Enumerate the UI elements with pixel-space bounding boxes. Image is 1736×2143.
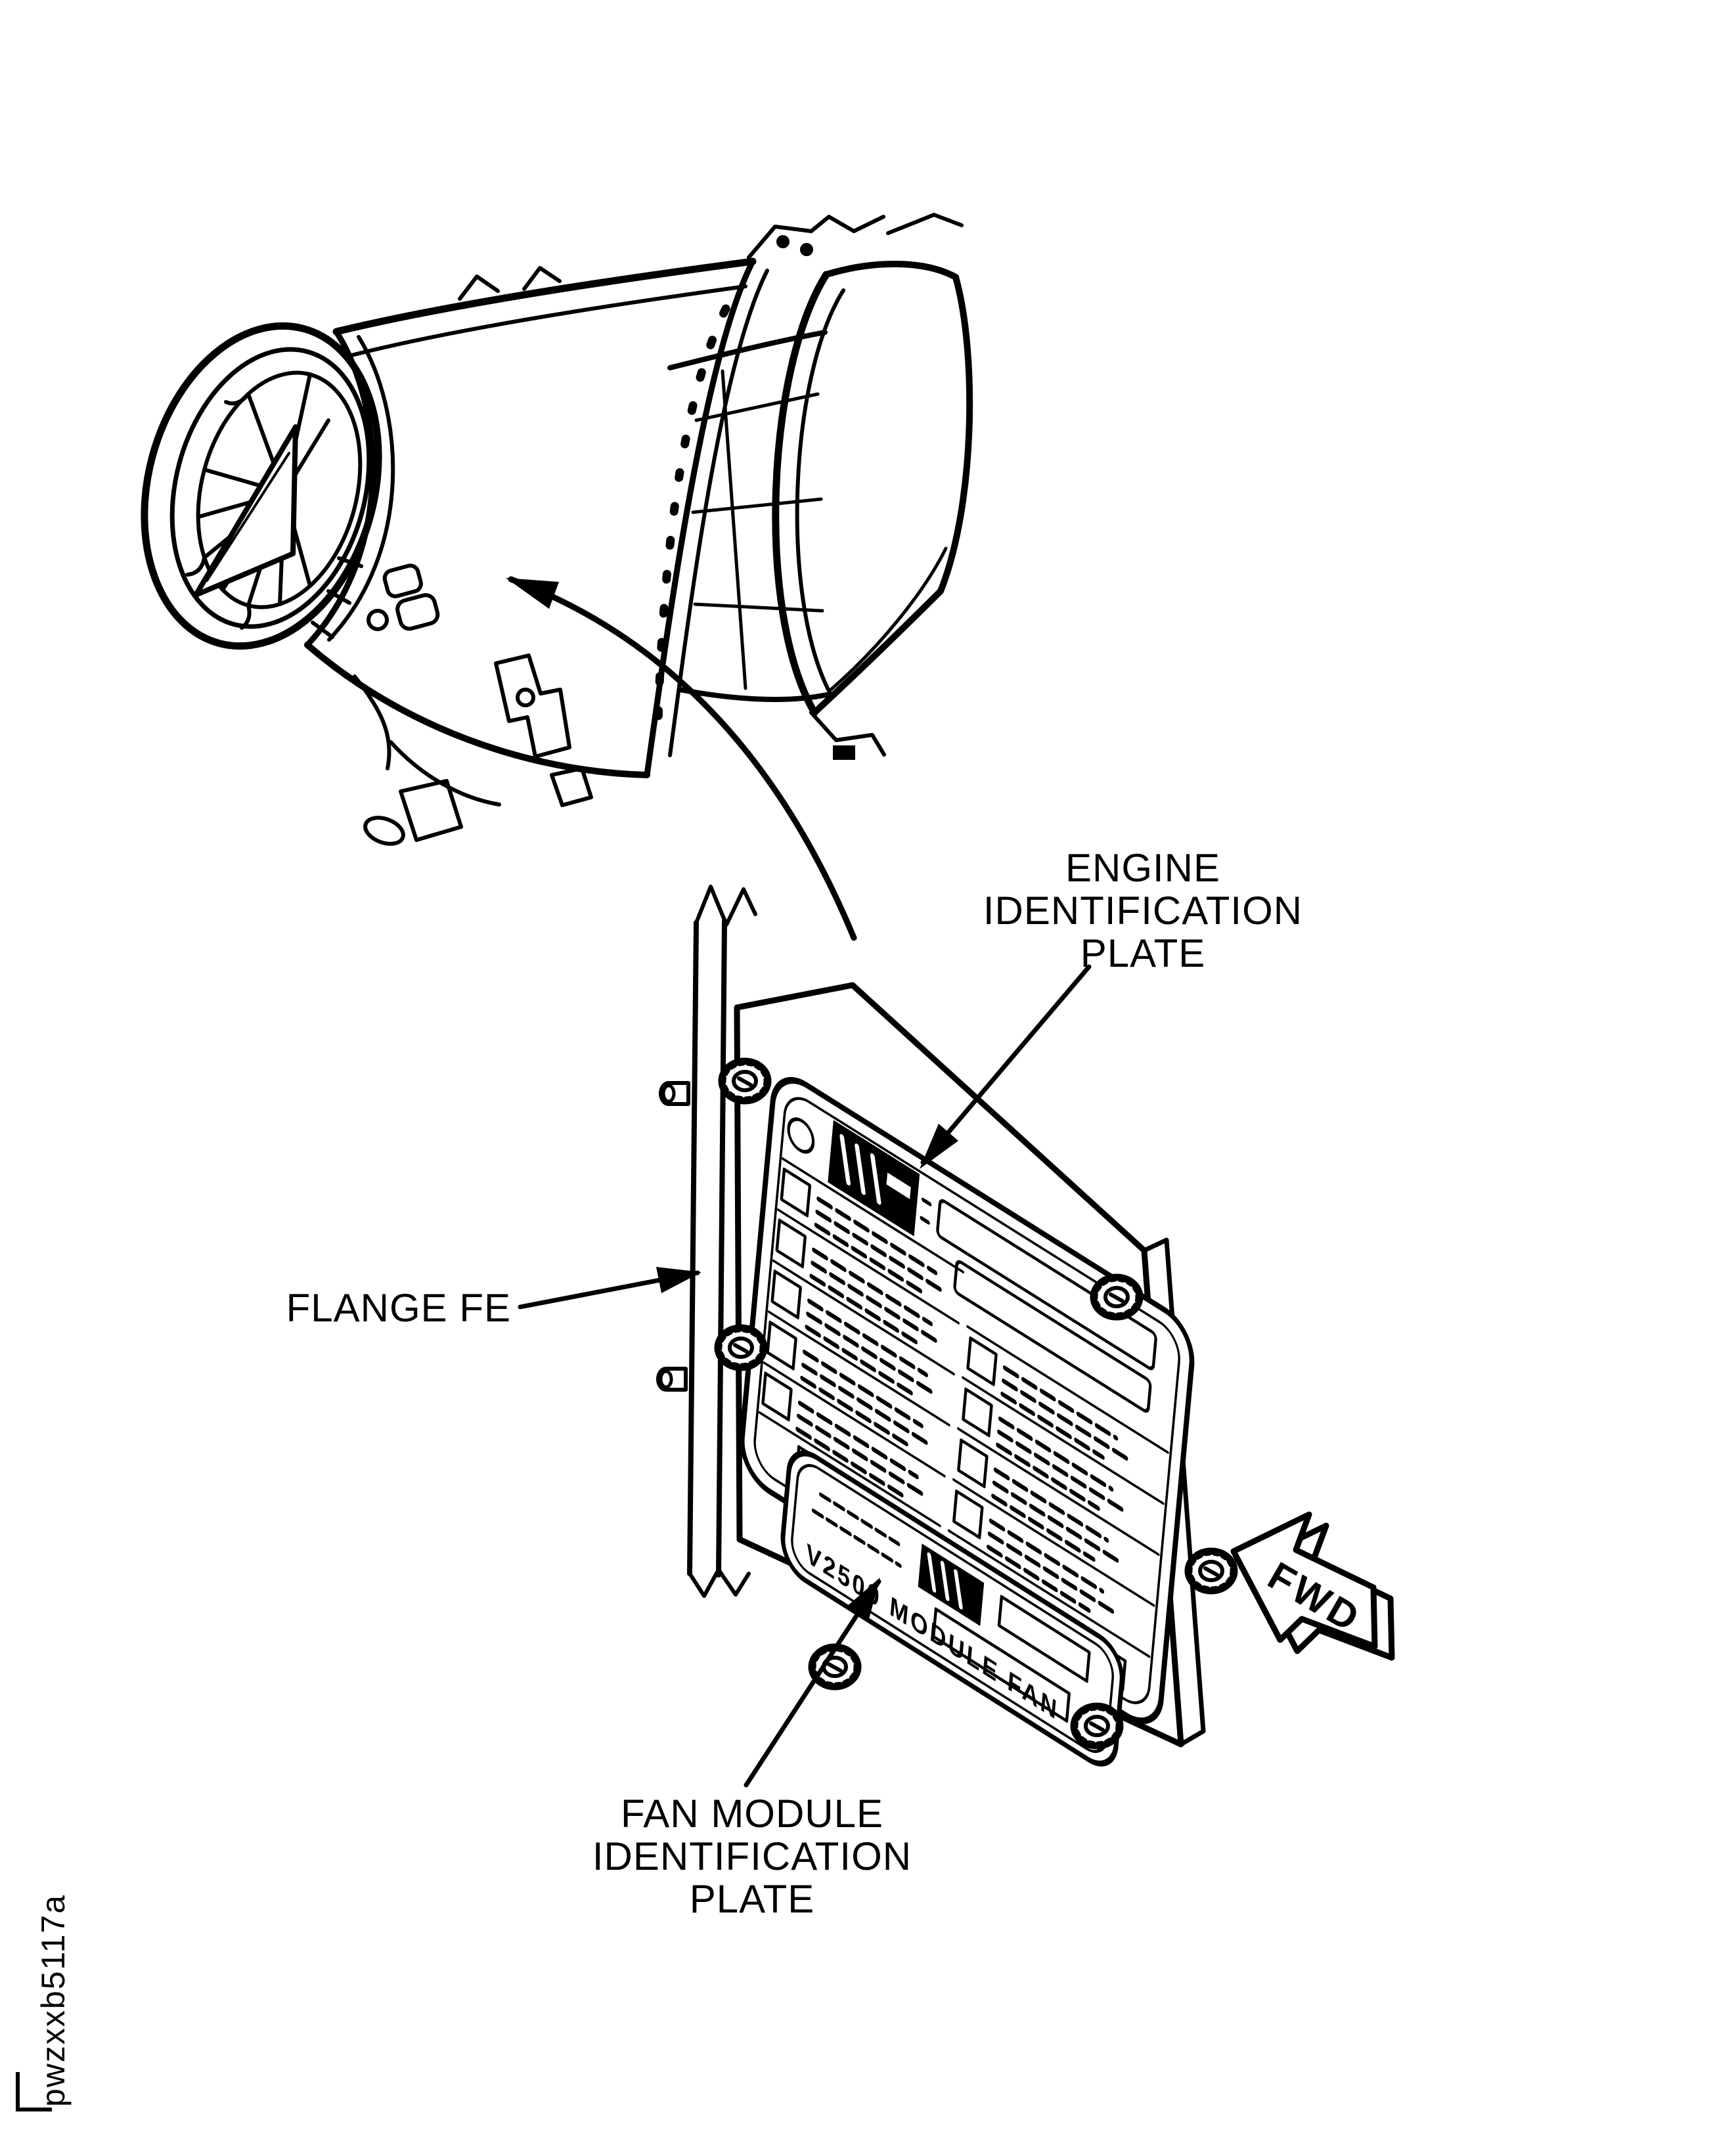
fan-case-top-edge [332,257,757,336]
fan-case-top-inner-line [349,284,747,357]
labels: ENGINE IDENTIFICATION PLATE FLANGE FE FA… [286,846,1302,1921]
fwd-direction-arrow: FWD [1230,1511,1395,1661]
turbine-ring-front [772,271,830,717]
rear-lower-tabs [809,711,886,760]
case-top-fitting-1 [458,275,500,301]
fan-spinner-shading [206,452,290,582]
engine-plate-arrowhead-icon [920,1124,958,1169]
curved-callout-arrow [506,576,857,941]
core-top-edge [667,330,828,370]
fan-plate-logo-block [918,1543,985,1626]
engine-plate-left-microtext [795,1196,948,1499]
fan-plate-field-2 [932,1607,1071,1723]
engine-plate-left-checkboxes [761,1167,812,1422]
curved-arrowhead-icon [506,578,559,609]
rear-case-line [829,546,948,692]
fan-plate-label-line3: PLATE [690,1877,815,1921]
bolt-fan-plate-right [1073,1705,1121,1747]
engine-illustration [141,213,973,846]
flange-bottom-break [688,1568,751,1598]
fan-mid-rim [169,347,372,629]
engine-plate-logo-block [828,1120,920,1237]
flange-leader [518,1267,701,1310]
fwd-arrow-face [1230,1511,1378,1650]
accessory-pump-unit [494,653,571,759]
engine-plate-right-checkboxes [952,1336,998,1539]
flange-fe-strip [658,885,757,1598]
fan-plate-field-1 [997,1595,1091,1683]
engine-plate-label-line1: ENGINE [1065,846,1220,890]
engine-plate-leader [920,964,1092,1169]
bolt-bottom-right [1187,1550,1235,1592]
fan-plate-microtext [811,1492,902,1568]
figure-identifier: pwzxxb5117a [16,1894,72,2111]
flange-bolt-stub-lower [658,1369,686,1390]
fan-outer-rim [141,322,382,650]
curved-arrow-shaft [508,576,857,941]
rear-case-end [937,274,973,594]
core-strut-lines [691,369,824,690]
flange-right-edge [716,918,727,1578]
flange-left-edge [687,920,699,1576]
accessory-gearbox-pods [353,563,440,770]
backing-panel-thickness [1142,1237,1206,1747]
fan-case-front-band-inner [327,335,395,642]
case-top-fitting-2 [522,266,562,291]
engine-plate-label-line2: IDENTIFICATION [983,889,1302,933]
leader-lines [518,964,1092,1788]
rear-mount-bracket [747,213,964,259]
lower-bracket-fittings [363,740,593,846]
fan-plate-label-line1: FAN MODULE [621,1792,883,1836]
engine-plate-hole [787,1117,815,1154]
engine-plate-header-fields [920,1197,1157,1413]
fan-spinner-cone [193,424,298,598]
bolt-mid-left [717,1327,765,1369]
flange-arrowhead-icon [656,1267,701,1293]
engine-plate-right-microtext [987,1365,1128,1614]
figure-id-text: pwzxxb5117a [35,1894,72,2107]
turbine-ring-inner [795,288,845,696]
fan-plate-arrowhead-icon [846,1578,880,1622]
fan-case-rear-rim [644,258,756,778]
figure-id-bracket [16,2072,52,2111]
plate-assembly: V2500 MODULE FAN [658,885,1235,1767]
core-bottom-edge [677,687,829,702]
bolt-top-right [1092,1276,1141,1318]
rear-case-top [823,260,959,280]
fan-plate-label-line2: IDENTIFICATION [592,1834,912,1878]
engine-plate-label-line3: PLATE [1080,931,1206,975]
fan-rim-ticks [311,556,363,639]
fan-plate-leader [744,1578,881,1788]
flange-bolt-stub-upper [661,1083,688,1104]
flange-top-break [694,885,757,927]
fan-case-bottom-edge [304,642,650,778]
rear-case-bottom [811,588,944,716]
flange-fe-label: FLANGE FE [286,1286,511,1330]
bolt-top-left [721,1060,769,1102]
